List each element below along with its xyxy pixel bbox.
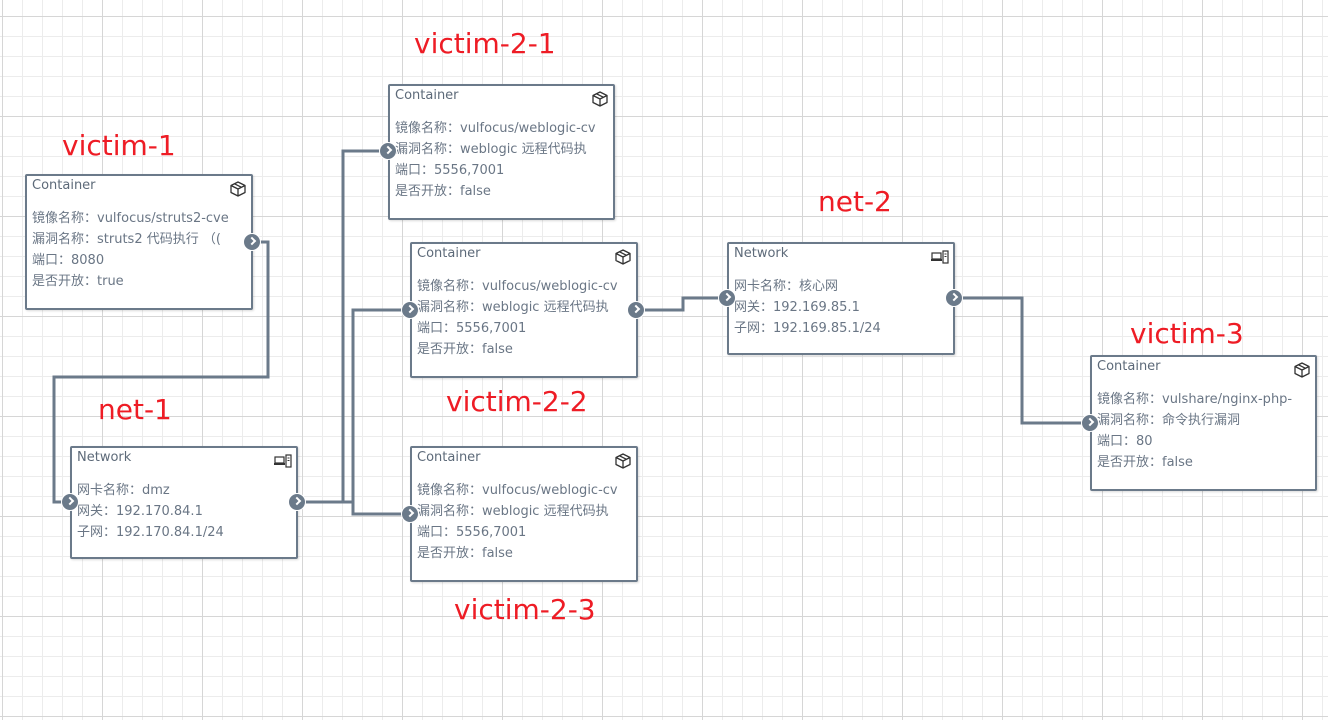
input-port-victim-2-1[interactable] [379, 142, 397, 160]
package-icon [230, 181, 246, 197]
network-node-net-1[interactable]: Network 网卡名称：dmz 网关：192.170.84.1 子网：192.… [70, 446, 298, 559]
output-port-victim-1[interactable] [243, 233, 261, 251]
label-victim-2-1: victim-2-1 [414, 27, 556, 60]
node-row-port: 端口：80 [1097, 434, 1153, 449]
node-row-image: 镜像名称：vulfocus/weblogic-cv [395, 121, 596, 136]
node-title: Container [417, 246, 481, 261]
node-row-image: 镜像名称：vulfocus/weblogic-cv [417, 279, 618, 294]
node-row-port: 端口：5556,7001 [395, 163, 505, 178]
label-victim-1: victim-1 [62, 129, 176, 162]
node-row-open: 是否开放：false [417, 342, 513, 357]
node-title: Container [395, 88, 459, 103]
input-port-victim-3[interactable] [1081, 414, 1099, 432]
package-icon [615, 453, 631, 469]
node-title: Container [32, 178, 96, 193]
label-victim-3: victim-3 [1130, 317, 1244, 350]
edge-net1-victim2-2[interactable] [297, 308, 410, 504]
output-port-net-1[interactable] [288, 493, 306, 511]
edge-net1-victim2-1[interactable] [297, 149, 388, 504]
node-row-vuln: 漏洞名称：weblogic 远程代码执 [395, 142, 587, 157]
node-row-vuln: 漏洞名称：命令执行漏洞 [1097, 413, 1241, 428]
node-row-subnet: 子网：192.169.85.1/24 [734, 321, 881, 336]
edge-victim2-2-net2[interactable] [636, 296, 727, 312]
node-row-gateway: 网关：192.169.85.1 [734, 300, 860, 315]
edge-net1-victim2-3[interactable] [297, 500, 410, 516]
input-port-victim-2-3[interactable] [401, 505, 419, 523]
container-node-victim-2-2[interactable]: Container 镜像名称：vulfocus/weblogic-cv 漏洞名称… [410, 242, 638, 378]
edge-net2-victim3[interactable] [954, 296, 1090, 425]
node-row-open: 是否开放：true [32, 274, 124, 289]
package-icon [1294, 362, 1310, 378]
node-row-image: 镜像名称：vulfocus/weblogic-cv [417, 483, 618, 498]
package-icon [615, 249, 631, 265]
output-port-victim-2-2[interactable] [627, 301, 645, 319]
input-port-net-2[interactable] [718, 289, 736, 307]
node-title: Network [77, 450, 132, 465]
node-row-subnet: 子网：192.170.84.1/24 [77, 525, 224, 540]
network-icon [274, 454, 292, 468]
node-row-port: 端口：5556,7001 [417, 525, 527, 540]
node-row-open: 是否开放：false [395, 184, 491, 199]
node-row-image: 镜像名称：vulshare/nginx-php- [1097, 392, 1293, 407]
package-icon [592, 91, 608, 107]
node-title: Container [1097, 359, 1161, 374]
node-row-nic: 网卡名称：dmz [77, 483, 170, 498]
node-row-image: 镜像名称：vulfocus/struts2-cve [32, 211, 229, 226]
node-row-vuln: 漏洞名称：struts2 代码执行 （( [32, 232, 221, 247]
node-row-vuln: 漏洞名称：weblogic 远程代码执 [417, 504, 609, 519]
label-victim-2-2: victim-2-2 [446, 385, 588, 418]
network-node-net-2[interactable]: Network 网卡名称：核心网 网关：192.169.85.1 子网：192.… [727, 242, 955, 355]
container-node-victim-1[interactable]: Container 镜像名称：vulfocus/struts2-cve 漏洞名称… [25, 174, 253, 310]
node-row-vuln: 漏洞名称：weblogic 远程代码执 [417, 300, 609, 315]
label-victim-2-3: victim-2-3 [454, 593, 596, 626]
container-node-victim-2-1[interactable]: Container 镜像名称：vulfocus/weblogic-cv 漏洞名称… [388, 84, 615, 220]
input-port-victim-2-2[interactable] [401, 301, 419, 319]
output-port-net-2[interactable] [945, 289, 963, 307]
node-row-open: 是否开放：false [1097, 455, 1193, 470]
node-row-nic: 网卡名称：核心网 [734, 279, 839, 294]
node-row-gateway: 网关：192.170.84.1 [77, 504, 203, 519]
container-node-victim-2-3[interactable]: Container 镜像名称：vulfocus/weblogic-cv 漏洞名称… [410, 446, 638, 582]
edge-victim1-net1[interactable] [52, 240, 270, 504]
node-row-port: 端口：5556,7001 [417, 321, 527, 336]
label-net-2: net-2 [818, 185, 892, 218]
network-icon [931, 250, 949, 264]
input-port-net-1[interactable] [61, 493, 79, 511]
container-node-victim-3[interactable]: Container 镜像名称：vulshare/nginx-php- 漏洞名称：… [1090, 355, 1317, 491]
node-row-port: 端口：8080 [32, 253, 105, 268]
node-row-open: 是否开放：false [417, 546, 513, 561]
label-net-1: net-1 [98, 393, 172, 426]
node-title: Network [734, 246, 789, 261]
node-title: Container [417, 450, 481, 465]
